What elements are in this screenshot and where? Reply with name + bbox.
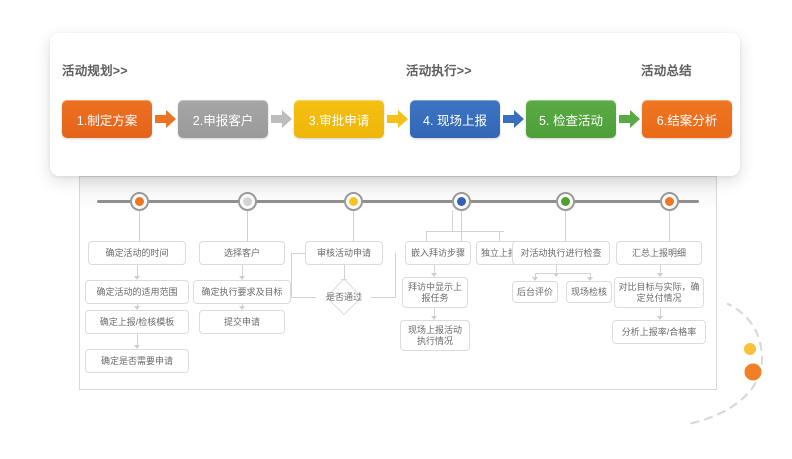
timeline-node-1[interactable] bbox=[130, 192, 149, 211]
arrow-right-icon-3 bbox=[387, 109, 409, 129]
connector-vertical bbox=[137, 334, 138, 345]
timeline-node-6[interactable] bbox=[660, 192, 679, 211]
timeline-stem-2 bbox=[247, 211, 248, 243]
flow-box-b11[interactable]: 拜访中显示上报任务 bbox=[402, 277, 468, 308]
connector-horizontal bbox=[371, 297, 395, 298]
connector-vertical bbox=[660, 265, 661, 273]
flow-box-b2[interactable]: 确定活动的适用范围 bbox=[85, 280, 189, 304]
flow-decision-label: 是否通过 bbox=[325, 291, 362, 302]
connector-vertical bbox=[242, 265, 243, 276]
timeline-node-dot bbox=[561, 197, 570, 206]
connector-vertical bbox=[137, 304, 138, 306]
flow-box-b6[interactable]: 确定执行要求及目标 bbox=[193, 280, 291, 304]
process-overview-card: 活动规划>> 活动执行>> 活动总结 1.制定方案 2.申报客户 3.审批申请 4. 现场… bbox=[50, 33, 740, 176]
connector-vertical bbox=[535, 273, 536, 277]
arrow-right-icon-5 bbox=[619, 109, 641, 129]
step-chip-3[interactable]: 3.审批申请 bbox=[294, 100, 384, 138]
connector-vertical bbox=[556, 265, 557, 273]
decor-dot-large bbox=[744, 363, 762, 381]
timeline-node-dot bbox=[243, 197, 252, 206]
timeline-node-dot bbox=[135, 197, 144, 206]
connector-arrowhead-down bbox=[431, 316, 437, 320]
flow-box-b12[interactable]: 现场上报活动执行情况 bbox=[400, 320, 470, 351]
flow-box-b15[interactable]: 现场检核 bbox=[566, 281, 612, 303]
timeline-node-2[interactable] bbox=[238, 192, 257, 211]
flow-box-b14[interactable]: 后台评价 bbox=[512, 281, 558, 303]
step-chip-4[interactable]: 4. 现场上报 bbox=[410, 100, 500, 138]
timeline-node-dot bbox=[457, 197, 466, 206]
flow-box-b9[interactable]: 嵌入拜访步骤 bbox=[405, 241, 471, 265]
flow-box-b17[interactable]: 对比目标与实际，确定兑付情况 bbox=[614, 277, 704, 308]
timeline-axis bbox=[97, 200, 699, 203]
connector-arrowhead-down bbox=[239, 276, 245, 280]
flow-box-b1[interactable]: 确定活动的时间 bbox=[88, 241, 186, 265]
timeline-stem-6 bbox=[669, 211, 670, 243]
arrow-right-icon-2 bbox=[271, 109, 293, 129]
panel-top-sheen bbox=[80, 177, 716, 211]
step-chip-1[interactable]: 1.制定方案 bbox=[62, 100, 152, 138]
connector-vertical bbox=[434, 265, 435, 273]
connector-vertical bbox=[137, 265, 138, 276]
flow-box-b13[interactable]: 对活动执行进行检查 bbox=[512, 241, 610, 265]
connector-horizontal bbox=[535, 273, 591, 274]
phase-heading-1: 活动规划>> bbox=[62, 64, 128, 78]
connector-arrowhead-down bbox=[657, 273, 663, 277]
connector-arrowhead-down bbox=[553, 273, 559, 277]
flow-box-b4[interactable]: 确定是否需要申请 bbox=[85, 349, 189, 373]
connector-vertical bbox=[395, 253, 396, 298]
connector-vertical bbox=[291, 253, 292, 298]
timeline-node-3[interactable] bbox=[344, 192, 363, 211]
flow-box-b8[interactable]: 审核活动申请 bbox=[305, 241, 383, 265]
connector-arrowhead-down bbox=[239, 306, 245, 310]
timeline-stem-1 bbox=[139, 211, 140, 243]
connector-arrowhead-down bbox=[587, 277, 593, 281]
flow-box-b5[interactable]: 选择客户 bbox=[199, 241, 285, 265]
connector-arrowhead-down bbox=[532, 277, 538, 281]
arrow-right-icon-1 bbox=[155, 109, 177, 129]
step-chip-2[interactable]: 2.申报客户 bbox=[178, 100, 268, 138]
connector-arrowhead-down bbox=[134, 345, 140, 349]
timeline-node-5[interactable] bbox=[556, 192, 575, 211]
flow-box-b18[interactable]: 分析上报率/合格率 bbox=[612, 320, 706, 344]
step-chip-6[interactable]: 6.结案分析 bbox=[642, 100, 732, 138]
connector-arrowhead-down bbox=[134, 276, 140, 280]
flow-box-b3[interactable]: 确定上报/检核模板 bbox=[85, 310, 189, 334]
phase-heading-2: 活动执行>> bbox=[406, 64, 472, 78]
timeline-node-dot bbox=[349, 197, 358, 206]
phase-heading-3: 活动总结 bbox=[641, 64, 692, 78]
timeline-node-dot bbox=[665, 197, 674, 206]
timeline-stem-5 bbox=[565, 211, 566, 243]
flow-box-b7[interactable]: 提交申请 bbox=[199, 310, 285, 334]
connector-arrowhead-down bbox=[431, 273, 437, 277]
step-chip-5[interactable]: 5. 检查活动 bbox=[526, 100, 616, 138]
connector-horizontal bbox=[426, 231, 504, 232]
connector-arrowhead-down bbox=[657, 316, 663, 320]
connector-vertical bbox=[434, 308, 435, 316]
decor-dot-small bbox=[744, 343, 756, 355]
connector-vertical bbox=[590, 273, 591, 277]
connector-vertical bbox=[452, 211, 453, 231]
connector-vertical bbox=[242, 304, 243, 306]
flow-box-b16[interactable]: 汇总上报明细 bbox=[616, 241, 702, 265]
timeline-node-4[interactable] bbox=[452, 192, 471, 211]
arrow-right-icon-4 bbox=[503, 109, 525, 129]
connector-vertical bbox=[499, 231, 500, 241]
connector-vertical bbox=[426, 231, 427, 241]
connector-horizontal bbox=[291, 253, 305, 254]
timeline-stem-4 bbox=[461, 211, 462, 243]
connector-horizontal bbox=[291, 297, 316, 298]
connector-vertical bbox=[660, 308, 661, 316]
timeline-stem-3 bbox=[353, 211, 354, 243]
connector-arrowhead-down bbox=[134, 306, 140, 310]
connector-vertical bbox=[344, 265, 345, 279]
